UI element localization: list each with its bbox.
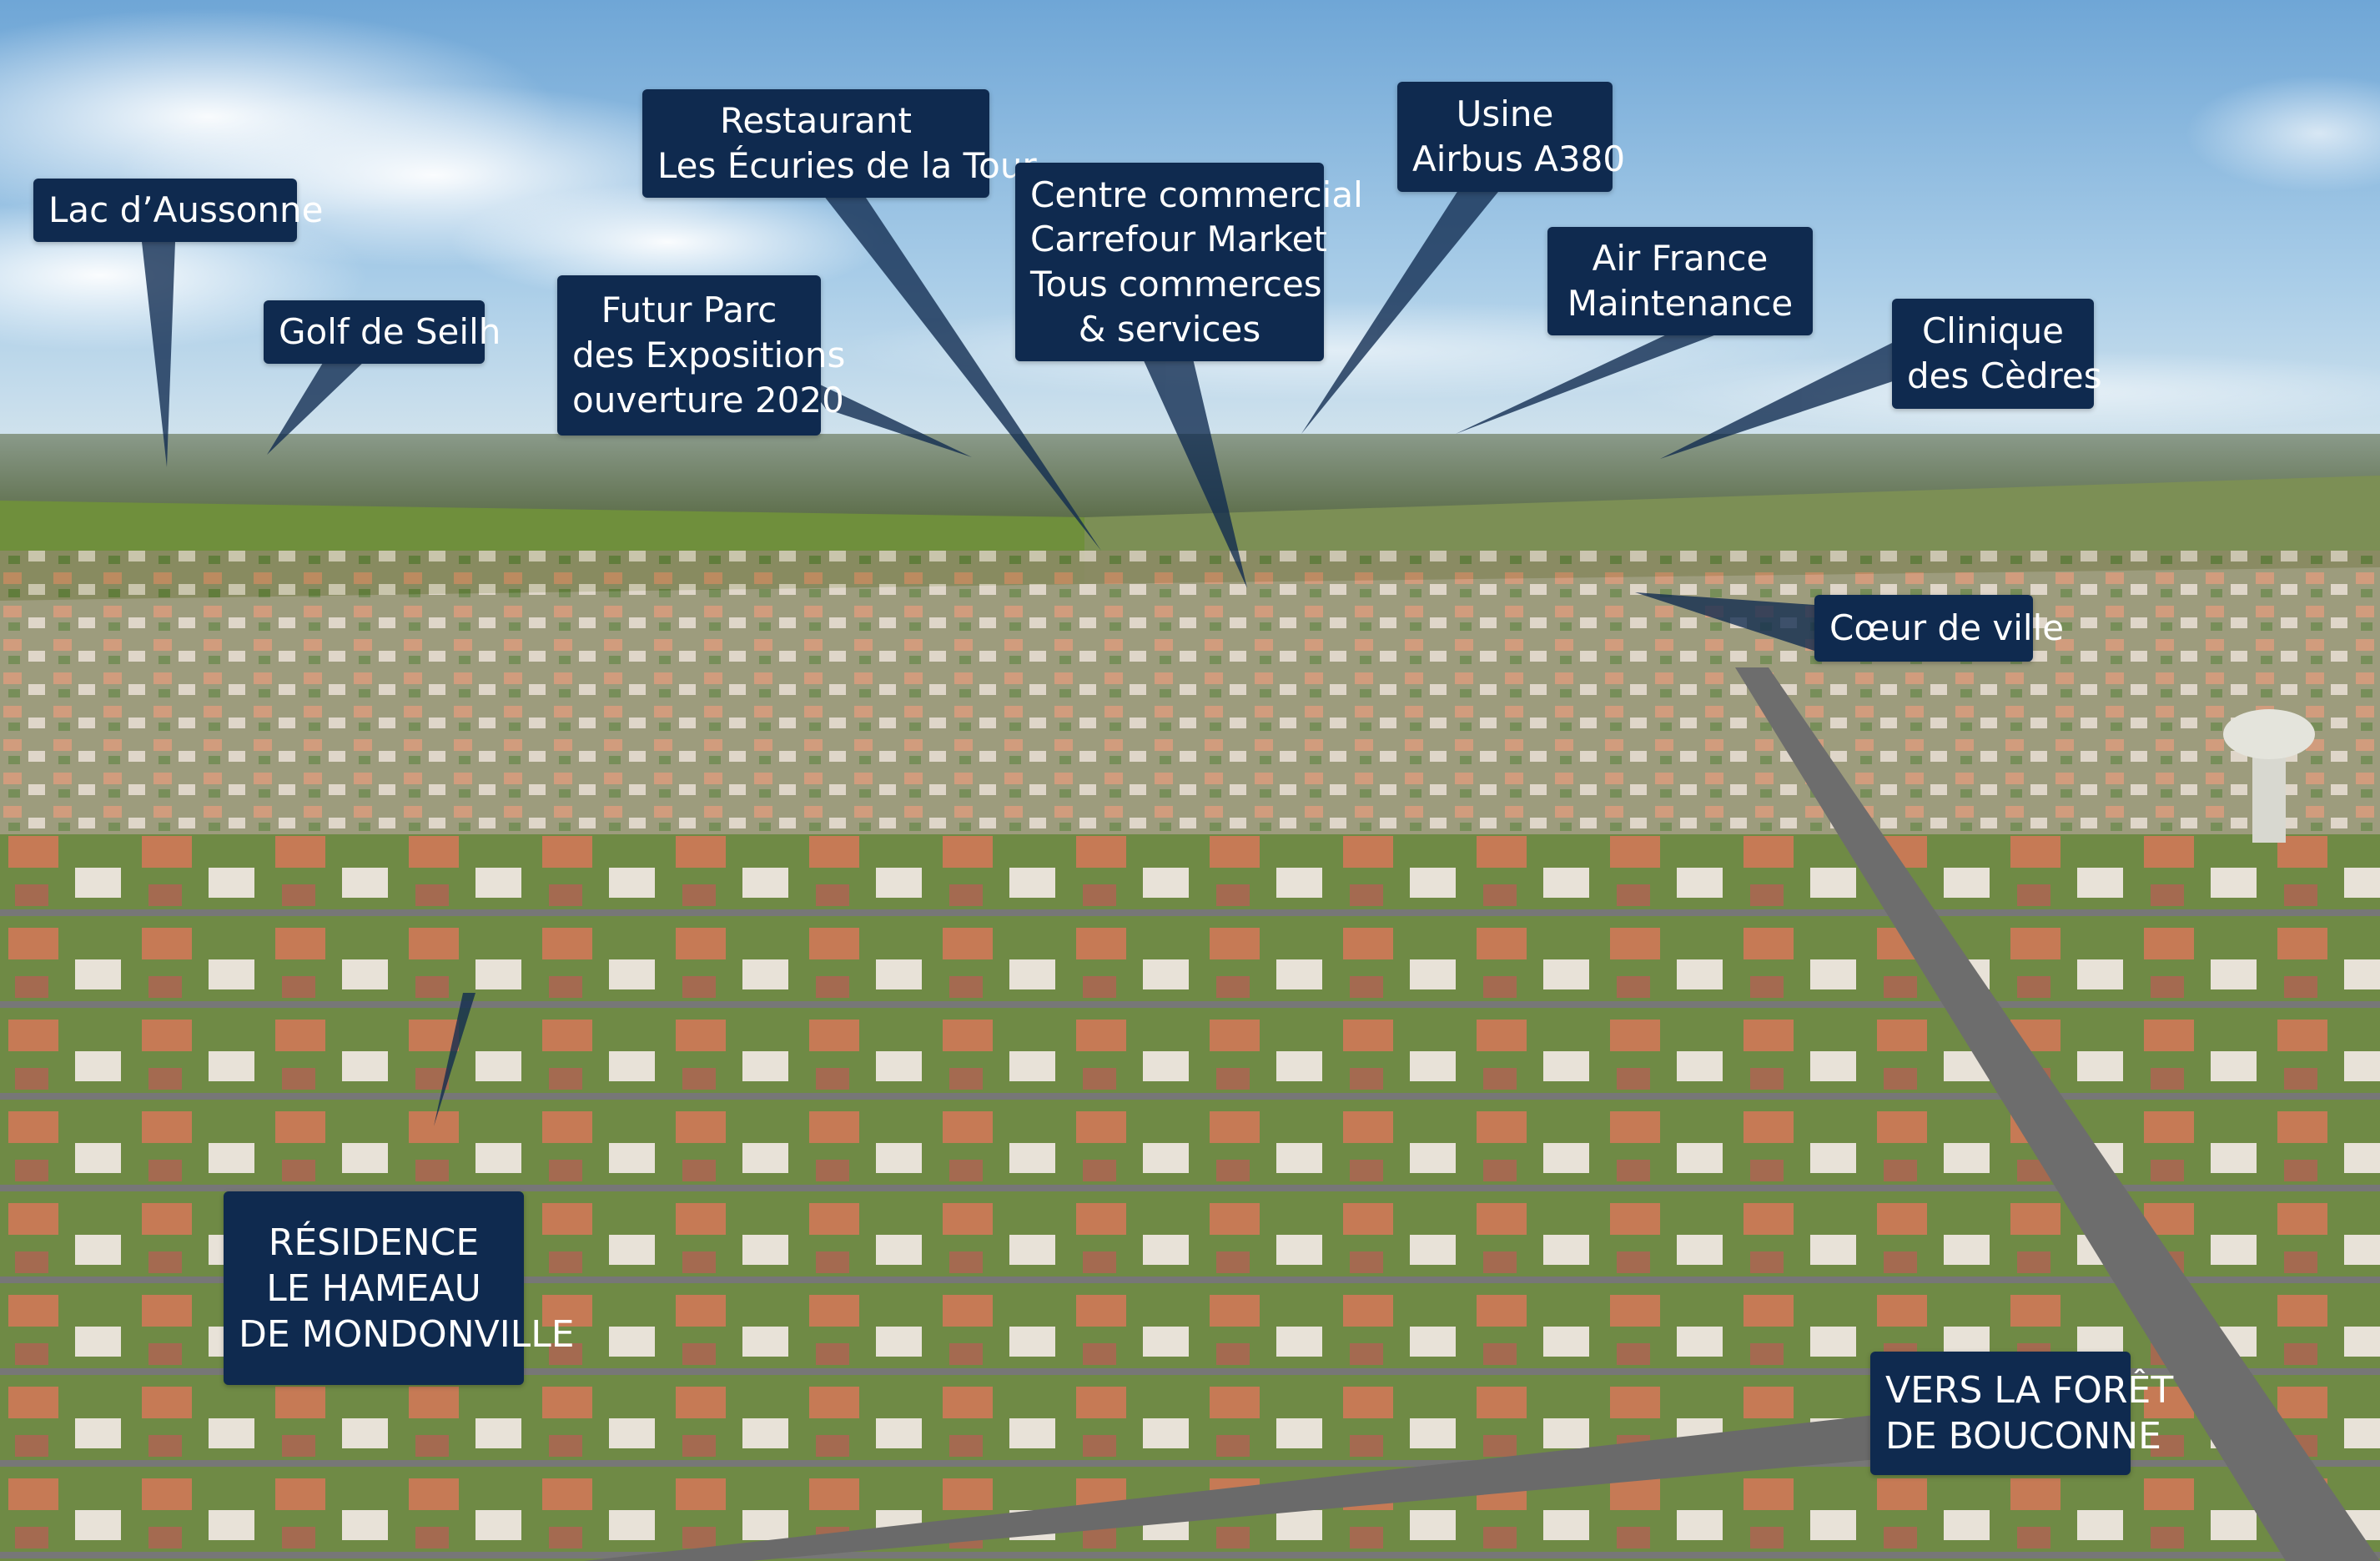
label-text: VERS LA FORÊT (1885, 1369, 2174, 1412)
label-text: Lac d’Aussonne (48, 189, 324, 231)
label-text: Les Écuries de la Tour (657, 145, 1037, 186)
label-restaurant: Restaurant Les Écuries de la Tour (642, 89, 1037, 198)
label-text: LE HAMEAU (266, 1266, 481, 1310)
label-text: DE BOUCONNE (1885, 1415, 2161, 1458)
label-golf-seilh: Golf de Seilh (264, 300, 501, 364)
label-text: DE MONDONVILLE (239, 1312, 575, 1356)
label-foret-bouconne: VERS LA FORÊT DE BOUCONNE (1870, 1352, 2174, 1475)
label-text: RÉSIDENCE (268, 1221, 480, 1264)
label-text: Cœur de ville (1829, 607, 2065, 649)
label-pointers (142, 188, 1910, 1126)
label-text: Air France (1592, 238, 1769, 279)
label-text: des Cèdres (1907, 355, 2102, 396)
label-text: ouverture 2020 (572, 379, 844, 420)
label-clinique-cedres: Clinique des Cèdres (1892, 299, 2102, 409)
label-text: Usine (1456, 93, 1554, 135)
label-coeur-de-ville: Cœur de ville (1814, 595, 2065, 662)
label-text: Carrefour Market (1030, 219, 1327, 260)
label-text: Centre commercial (1030, 174, 1363, 215)
label-text: Airbus A380 (1412, 138, 1626, 179)
label-text: Clinique (1921, 310, 2065, 352)
water-tower (2223, 709, 2315, 843)
label-usine-airbus: Usine Airbus A380 (1397, 82, 1626, 192)
label-text: Golf de Seilh (279, 311, 501, 353)
label-residence: RÉSIDENCE LE HAMEAU DE MONDONVILLE (224, 1191, 575, 1385)
label-text: Futur Parc (601, 290, 777, 331)
road (1735, 667, 2380, 1561)
label-lac-aussonne: Lac d’Aussonne (33, 179, 324, 242)
label-parc-expositions: Futur Parc des Expositions ouverture 202… (557, 275, 846, 436)
label-centre-commercial: Centre commercial Carrefour Market Tous … (1015, 163, 1363, 361)
label-text: & services (1078, 308, 1261, 350)
label-air-france: Air France Maintenance (1547, 227, 1813, 335)
label-text: Maintenance (1567, 283, 1794, 324)
label-text: des Expositions (572, 335, 846, 376)
label-text: Restaurant (720, 100, 912, 142)
label-text: Tous commerces (1030, 264, 1322, 305)
